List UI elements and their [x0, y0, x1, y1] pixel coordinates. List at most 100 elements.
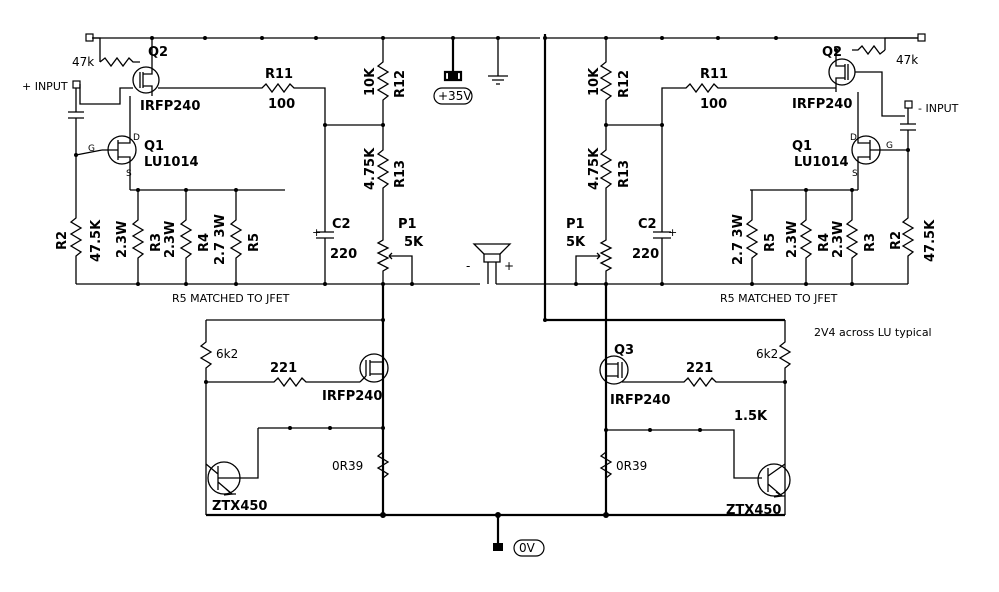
r2-left-value: 47.5K [89, 219, 104, 262]
zero-v-terminal [493, 543, 503, 551]
r4-left-resistor [179, 190, 193, 284]
r6k2-right-resistor [778, 320, 792, 382]
r0r39-right-label: 0R39 [616, 459, 647, 473]
r12-right-resistor [599, 38, 613, 125]
p1-left-pot [376, 232, 390, 284]
r6k2-left-label: 6k2 [216, 347, 238, 361]
speaker-plus-label: + [504, 259, 514, 273]
p1-right-pot [599, 232, 613, 284]
r221-right-label: 221 [686, 361, 713, 376]
p1-right-value: 5K [566, 235, 586, 250]
r11-left-value: 100 [268, 97, 295, 112]
r4-left-value: 2.3W [163, 221, 178, 258]
r12-right-value: 10K [587, 67, 602, 96]
zero-v-label: 0V [519, 541, 536, 555]
speaker-minus-label: - [466, 259, 470, 273]
p1-left-value: 5K [404, 235, 424, 250]
q3-right-mosfet-icon [599, 355, 629, 385]
r13-left-value: 4.75K [363, 147, 378, 190]
r5-left-resistor [229, 190, 243, 284]
r3-left-label: R3 [149, 233, 164, 252]
q-lower-left-mosfet-icon [359, 353, 389, 383]
r2-right-label: R2 [889, 231, 904, 250]
note-2v4: 2V4 across LU typical [814, 326, 932, 339]
r5-matched-left-note: R5 MATCHED TO JFET [172, 292, 290, 305]
r4-right-label: R4 [817, 233, 832, 252]
r2-right-value: 47.5K [923, 219, 938, 262]
r13-right-resistor [599, 125, 613, 232]
q1-right-pin-d: D [850, 133, 857, 143]
r13-left-resistor [376, 125, 390, 232]
minus-input-terminal [904, 100, 913, 109]
c2-right-polarity: + [668, 226, 677, 239]
r5-left-label: R5 [247, 233, 262, 252]
right-channel: 47k Q2 IRFP240 - INPUT R11 100 G D S Q1 … [545, 33, 959, 518]
r0r39-right-resistor [599, 430, 613, 492]
r13-left-label: R13 [393, 160, 408, 188]
r12-left-value: 10K [363, 67, 378, 96]
zero-v-badge [513, 539, 545, 557]
q1-right-part-label: LU1014 [794, 155, 849, 170]
r47k-left-label: 47k [72, 55, 94, 69]
p1-left-label: P1 [398, 217, 417, 232]
c2-right-label: C2 [638, 217, 657, 232]
r11-right-resistor [661, 82, 836, 125]
junction-dots [74, 36, 910, 518]
r1-5k-label: 1.5K [734, 409, 768, 424]
r5-right-resistor [745, 190, 759, 284]
r221-left-resistor [206, 376, 360, 388]
right-top-terminal [917, 33, 926, 42]
r2-right-resistor [901, 182, 915, 284]
r11-left-label: R11 [265, 67, 293, 82]
r0r39-left-label: 0R39 [332, 459, 363, 473]
plus35-label: +35V [438, 89, 472, 103]
r3-right-label: R3 [863, 233, 878, 252]
r12-left-label: R12 [393, 70, 408, 98]
q1-left-pin-g: G [88, 144, 95, 154]
left-top-terminal [85, 33, 94, 42]
r12-right-label: R12 [617, 70, 632, 98]
q1-left-pin-s: S [126, 169, 132, 179]
ztx450-right-transistor-icon [757, 463, 791, 497]
q1-right-pin-g: G [886, 141, 893, 151]
q-lower-left-part-label: IRFP240 [322, 389, 382, 404]
q1-right-pin-s: S [852, 169, 858, 179]
ground-icon [488, 38, 508, 85]
r3-left-value: 2.3W [115, 221, 130, 258]
left-channel: 47k Q2 IRFP240 + INPUT R11 100 G D S Q1 … [22, 33, 605, 517]
r47k-left-resistor [99, 56, 140, 68]
q1-left-label: Q1 [144, 139, 164, 154]
r5-left-value: 2.7 3W [213, 214, 228, 265]
c2-right-value: 220 [632, 247, 659, 262]
r47k-right-resistor [852, 44, 886, 56]
r11-right-label: R11 [700, 67, 728, 82]
r4-left-label: R4 [197, 233, 212, 252]
plus35-badge [433, 87, 473, 105]
r5-right-value: 2.7 3W [731, 214, 746, 265]
r221-right-resistor [630, 376, 785, 388]
ztx450-left-label: ZTX450 [212, 499, 267, 514]
q2-left-part-label: IRFP240 [140, 99, 200, 114]
r11-right-value: 100 [700, 97, 727, 112]
q1-right-label: Q1 [792, 139, 812, 154]
q2-right-label: Q2 [822, 45, 842, 60]
minus-input-label: - INPUT [918, 102, 959, 115]
plus35-terminal [448, 72, 458, 80]
r3-right-resistor [845, 190, 859, 284]
plus-input-terminal [72, 80, 81, 89]
c2-left-label: C2 [332, 217, 351, 232]
r13-right-label: R13 [617, 160, 632, 188]
speaker-icon [472, 243, 512, 284]
r6k2-left-resistor [199, 320, 213, 382]
r5-matched-right-note: R5 MATCHED TO JFET [720, 292, 838, 305]
r13-right-value: 4.75K [587, 147, 602, 190]
r47k-right-label: 47k [896, 53, 918, 67]
q3-label: Q3 [614, 343, 634, 358]
q2-left-label: Q2 [148, 45, 168, 60]
c2-left-polarity: + [312, 226, 321, 239]
q2-right-mosfet-icon [828, 58, 856, 86]
r3-left-resistor [131, 190, 145, 284]
r2-left-label: R2 [55, 231, 70, 250]
q3-part-label: IRFP240 [610, 393, 670, 408]
